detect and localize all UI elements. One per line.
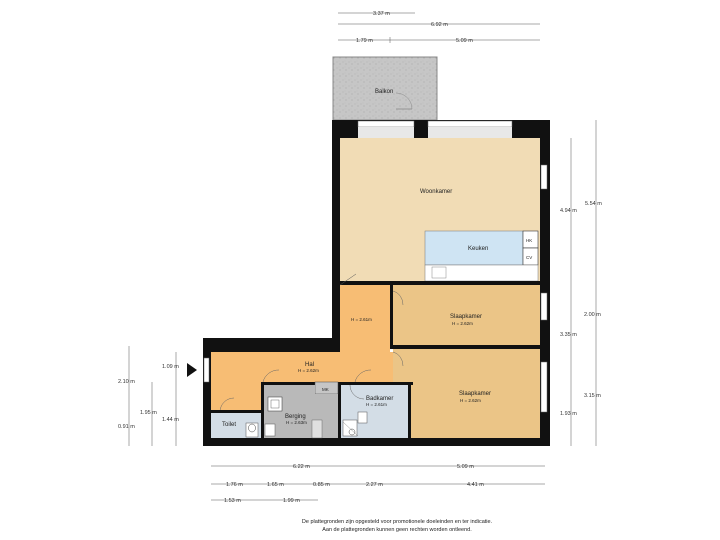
dim-right-200: 2.00 m — [584, 312, 601, 318]
dim-left-091: 0.91 m — [118, 424, 135, 430]
dim-bottom-165: 1.65 m — [267, 482, 284, 488]
dim-right-494: 4.94 m — [560, 208, 577, 214]
walls — [203, 120, 550, 446]
dim-top-692: 6.92 m — [431, 22, 448, 28]
mk-closet: MK — [314, 381, 339, 395]
balkon-label: Balkon — [375, 89, 393, 95]
dim-bottom-199: 1.99 m — [283, 498, 300, 504]
toilet-label: Toilet — [222, 422, 236, 428]
left-dimensions: 2.10 m 1.09 m 1.95 m 1.44 m 0.91 m — [118, 346, 179, 446]
badkamer: Badkamer H = 2.61m — [341, 384, 408, 438]
keuken-label: Keuken — [468, 246, 488, 252]
dim-bottom-085: 0.85 m — [313, 482, 330, 488]
dim-top-179: 1.79 m — [356, 38, 373, 44]
dim-right-554: 5.54 m — [585, 201, 602, 207]
toilet: Toilet — [211, 413, 276, 438]
hal: Hal H = 2.62m — [211, 352, 393, 413]
slaapkamer-2: Slaapkamer H = 2.62m — [392, 349, 540, 438]
dim-left-210: 2.10 m — [118, 379, 135, 385]
bottom-dimensions: 6.22 m 5.09 m 1.76 m 1.65 m 0.85 m 2.27 … — [211, 464, 545, 504]
disclaimer-line-2: Aan de plattegronden kunnen geen rechten… — [322, 527, 472, 533]
hk-label: HK — [526, 238, 532, 243]
dim-bottom-153: 1.53 m — [224, 498, 241, 504]
badkamer-height: H = 2.61m — [366, 402, 387, 407]
berging: Berging H = 2.63m — [264, 385, 338, 439]
dim-bottom-176: 1.76 m — [226, 482, 243, 488]
berging-height: H = 2.63m — [286, 420, 307, 425]
dim-right-193: 1.93 m — [560, 411, 577, 417]
hal-height: H = 2.62m — [298, 368, 319, 373]
entrance-arrow-icon — [187, 363, 197, 377]
dim-bottom-622: 6.22 m — [293, 464, 310, 470]
dim-bottom-441: 4.41 m — [467, 482, 484, 488]
slaapkamer-1-height: H = 2.62m — [452, 321, 473, 326]
balkon: Balkon — [332, 56, 438, 121]
slaapkamer-2-label: Slaapkamer — [459, 391, 491, 397]
slaapkamer-1-label: Slaapkamer — [450, 314, 482, 320]
top-dimensions: 3.37 m 6.92 m 1.79 m 5.09 m — [338, 11, 540, 44]
dim-bottom-509: 5.09 m — [457, 464, 474, 470]
dim-bottom-227: 2.27 m — [366, 482, 383, 488]
cv-label: CV — [526, 255, 532, 260]
disclaimer-line-1: De plattegronden zijn opgesteld voor pro… — [302, 519, 493, 525]
slaapkamer-2-height: H = 2.62m — [460, 398, 481, 403]
disclaimer: De plattegronden zijn opgesteld voor pro… — [302, 519, 493, 533]
dim-top-337: 3.37 m — [373, 11, 390, 17]
dim-left-109: 1.09 m — [162, 364, 179, 370]
woonkamer-label: Woonkamer — [420, 189, 452, 195]
keuken: Keuken HK CV — [424, 230, 539, 282]
slaapkamer-1: Slaapkamer H = 2.62m — [390, 285, 540, 349]
dim-left-144: 1.44 m — [162, 417, 179, 423]
mk-label: MK — [322, 387, 329, 392]
hal-upper-height: H = 2.61m — [351, 317, 372, 322]
badkamer-label: Badkamer — [366, 396, 393, 402]
hal-label: Hal — [305, 362, 314, 368]
dim-right-315: 3.15 m — [584, 393, 601, 399]
berging-label: Berging — [285, 414, 306, 420]
dim-left-195: 1.95 m — [140, 410, 157, 416]
dim-top-509: 5.09 m — [456, 38, 473, 44]
right-dimensions: 4.94 m 5.54 m 2.00 m 3.35 m 3.15 m 1.93 … — [560, 120, 602, 446]
dim-right-335: 3.35 m — [560, 332, 577, 338]
